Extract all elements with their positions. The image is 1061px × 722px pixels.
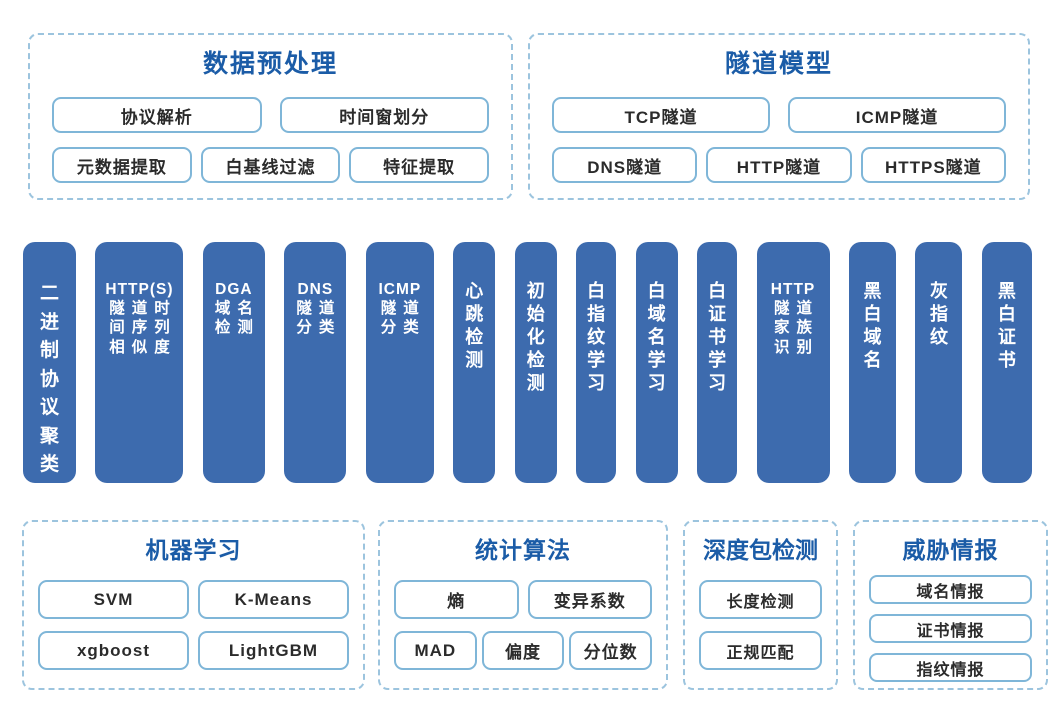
pill-white-baseline-filtering: 白基线过滤: [200, 147, 341, 183]
bar-https-tunnel-time-series-similarity: HTTP(S) 隧道时 间序列 相似度: [95, 242, 184, 483]
bar-line: 隧道时: [109, 300, 177, 318]
panel-title-tunnel-models: 隧道模型: [724, 50, 833, 78]
statistical-algorithms-row-1: 熵 变异系数: [394, 580, 652, 619]
pill-feature-extraction: 特征提取: [349, 147, 490, 183]
pill-icmp-tunnel: ICMP隧道: [788, 97, 1006, 133]
bar-line: 间序列: [109, 319, 177, 337]
tunnel-models-row-1: TCP隧道 ICMP隧道: [552, 97, 1006, 133]
panel-threat-intelligence: 威胁情报 域名情报 证书情报 指纹情报: [853, 520, 1048, 690]
bar-line: 相似度: [109, 338, 177, 356]
pill-mad: MAD: [394, 631, 477, 670]
bar-label: 心跳检测: [465, 281, 484, 371]
bar-label: 二进制协议聚类: [39, 283, 59, 475]
capability-bars: 二进制协议聚类 HTTP(S) 隧道时 间序列 相似度 DGA 域名 检测 DN…: [23, 242, 1032, 483]
pill-fingerprint-intelligence: 指纹情报: [869, 653, 1032, 682]
bar-black-white-domain: 黑白域名: [848, 242, 896, 483]
bar-white-domain-learning: 白域名学习: [635, 242, 678, 483]
bar-line: DNS: [297, 281, 334, 298]
bar-line: HTTP: [770, 281, 816, 298]
pill-skewness: 偏度: [481, 631, 565, 670]
preprocessing-row-1: 协议解析 时间窗划分: [52, 97, 489, 133]
pill-domain-intelligence: 域名情报: [869, 575, 1032, 604]
panel-tunnel-models: 隧道模型 TCP隧道 ICMP隧道 DNS隧道 HTTP隧道 HTTPS隧道: [528, 33, 1030, 200]
bar-http-tunnel-family-identification: HTTP 隧道 家族 识别: [756, 242, 830, 483]
bar-line: ICMP: [378, 281, 422, 298]
machine-learning-rows: SVM K-Means xgboost LightGBM: [24, 580, 363, 670]
panel-machine-learning: 机器学习 SVM K-Means xgboost LightGBM: [22, 520, 365, 690]
panel-title-machine-learning: 机器学习: [145, 537, 242, 563]
statistical-algorithms-rows: 熵 变异系数 MAD 偏度 分位数: [380, 580, 666, 670]
threat-intelligence-rows: 域名情报 证书情报 指纹情报: [855, 575, 1046, 682]
bar-label: 白域名学习: [647, 281, 666, 394]
panel-title-statistical-algorithms: 统计算法: [475, 537, 571, 563]
bar-dga-domain-detection: DGA 域名 检测: [202, 242, 265, 483]
panel-deep-packet-inspection: 深度包检测 长度检测 正规匹配: [683, 520, 838, 690]
machine-learning-row-2: xgboost LightGBM: [38, 631, 349, 670]
preprocessing-row-2: 元数据提取 白基线过滤 特征提取: [52, 147, 490, 183]
bar-label: 黑白域名: [863, 281, 882, 371]
bar-line: 识别: [774, 338, 820, 356]
bar-line: 隧道: [774, 300, 820, 318]
pill-length-detection: 长度检测: [699, 580, 822, 619]
bar-dns-tunnel-classification: DNS 隧道 分类: [284, 242, 347, 483]
pill-kmeans: K-Means: [198, 580, 349, 619]
bar-binary-protocol-clustering: 二进制协议聚类: [23, 242, 76, 483]
pill-metadata-extraction: 元数据提取: [52, 147, 192, 183]
bar-label: 黑白证书: [997, 281, 1016, 371]
pill-http-tunnel: HTTP隧道: [706, 147, 852, 183]
panel-title-deep-packet-inspection: 深度包检测: [703, 537, 818, 563]
bar-white-certificate-learning: 白证书学习: [697, 242, 738, 483]
machine-learning-row-1: SVM K-Means: [38, 580, 349, 619]
pill-quantile: 分位数: [569, 631, 653, 670]
panel-title-data-preprocessing: 数据预处理: [202, 50, 338, 78]
pill-xgboost: xgboost: [38, 631, 189, 670]
panel-title-threat-intelligence: 威胁情报: [902, 537, 999, 563]
bar-label: 灰指纹: [929, 281, 948, 348]
bar-line: DGA: [215, 281, 253, 298]
pill-regex-matching: 正规匹配: [699, 631, 822, 670]
panel-statistical-algorithms: 统计算法 熵 变异系数 MAD 偏度 分位数: [378, 520, 668, 690]
bar-line: 检测: [214, 319, 260, 337]
dpi-row-2: 正规匹配: [699, 631, 822, 670]
tunnel-models-row-2: DNS隧道 HTTP隧道 HTTPS隧道: [552, 147, 1006, 183]
bar-line: 域名: [214, 300, 260, 318]
bar-line: HTTP(S): [105, 281, 174, 298]
bar-line: 隧道: [380, 300, 426, 318]
bar-heartbeat-detection: 心跳检测: [453, 242, 496, 483]
tunnel-models-rows: TCP隧道 ICMP隧道 DNS隧道 HTTP隧道 HTTPS隧道: [530, 97, 1028, 183]
bar-white-fingerprint-learning: 白指纹学习: [576, 242, 617, 483]
bar-line: 家族: [774, 319, 820, 337]
bar-black-white-certificate: 黑白证书: [981, 242, 1032, 483]
pill-certificate-intelligence: 证书情报: [869, 614, 1032, 643]
dpi-row-1: 长度检测: [699, 580, 822, 619]
pill-lightgbm: LightGBM: [198, 631, 349, 670]
bar-icmp-tunnel-classification: ICMP 隧道 分类: [365, 242, 434, 483]
pill-dns-tunnel: DNS隧道: [552, 147, 698, 183]
bar-label: 白证书学习: [708, 281, 727, 394]
bar-line: 隧道: [296, 300, 342, 318]
pill-https-tunnel: HTTPS隧道: [860, 147, 1006, 183]
statistical-algorithms-row-2: MAD 偏度 分位数: [394, 631, 653, 670]
bar-gray-fingerprint: 灰指纹: [915, 242, 963, 483]
panel-data-preprocessing: 数据预处理 协议解析 时间窗划分 元数据提取 白基线过滤 特征提取: [28, 33, 513, 200]
bar-line: 分类: [296, 319, 342, 337]
pill-tcp-tunnel: TCP隧道: [552, 97, 770, 133]
deep-packet-inspection-rows: 长度检测 正规匹配: [685, 580, 836, 670]
bar-line: 分类: [380, 319, 426, 337]
bar-label: 初始化检测: [526, 281, 545, 394]
pill-entropy: 熵: [394, 580, 519, 619]
pill-coefficient-of-variation: 变异系数: [527, 580, 652, 619]
preprocessing-rows: 协议解析 时间窗划分 元数据提取 白基线过滤 特征提取: [30, 97, 511, 183]
pill-svm: SVM: [38, 580, 189, 619]
pill-protocol-parsing: 协议解析: [52, 97, 262, 133]
pill-time-window-division: 时间窗划分: [279, 97, 489, 133]
bar-label: 白指纹学习: [587, 281, 606, 394]
bar-initialization-detection: 初始化检测: [514, 242, 557, 483]
